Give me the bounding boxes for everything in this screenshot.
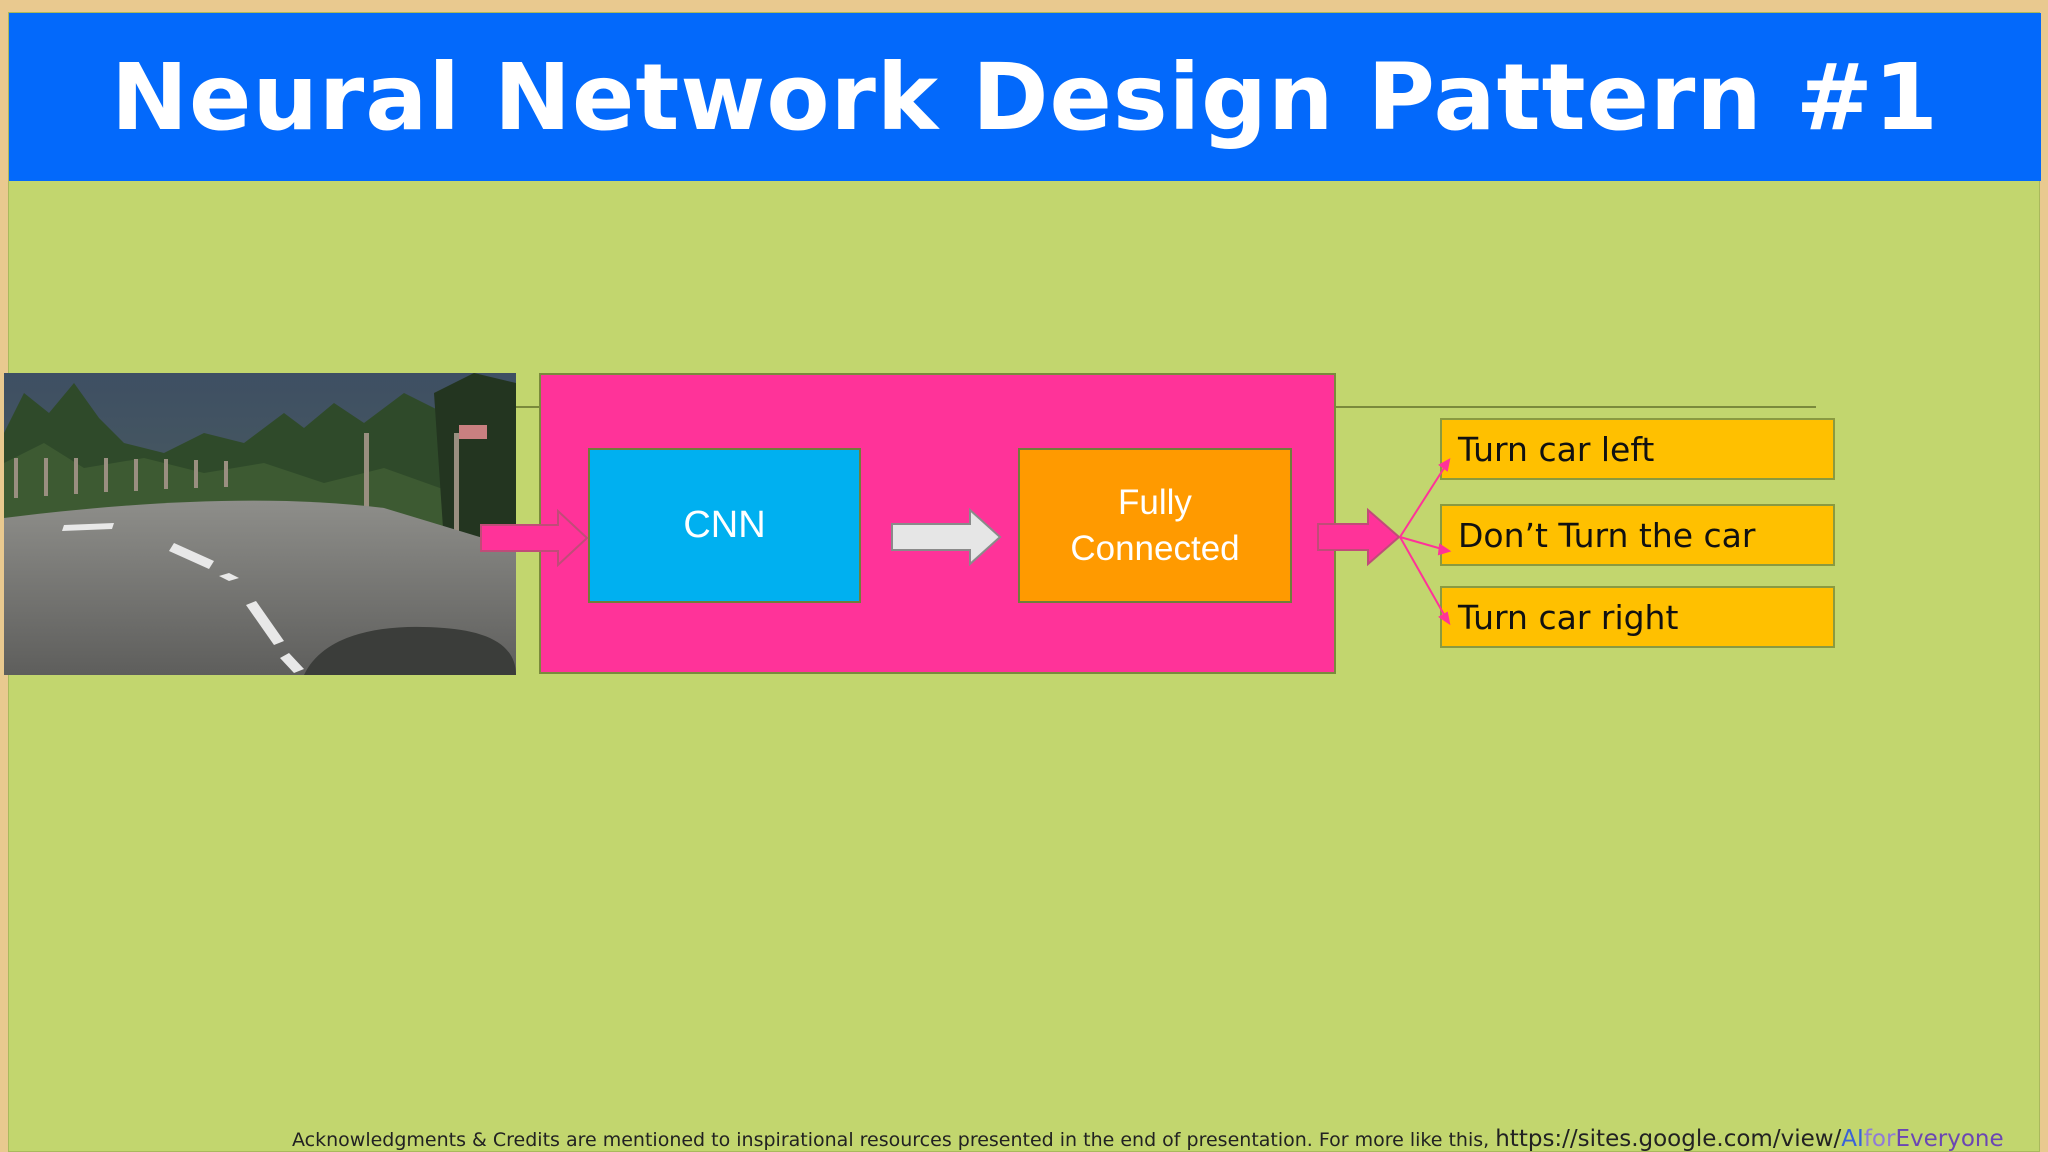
output-arrow-icon — [1317, 507, 1401, 567]
slide-title: Neural Network Design Pattern #1 — [111, 43, 1939, 151]
credits-footer: Acknowledgments & Credits are mentioned … — [292, 1126, 2004, 1152]
url-everyone: Everyone — [1895, 1126, 2004, 1152]
input-arrow-icon — [480, 508, 589, 568]
url-base: https://sites.google.com/view/ — [1495, 1126, 1842, 1152]
output-turn-right: Turn car right — [1440, 586, 1835, 648]
cnn-label: CNN — [683, 504, 766, 546]
branch-arrows — [1399, 458, 1452, 626]
cnn-to-fc-arrow-icon — [891, 507, 1002, 567]
cnn-block: CNN — [588, 448, 861, 603]
url-for: for — [1863, 1126, 1896, 1152]
branch-line-center — [1399, 536, 1443, 550]
output-label: Don’t Turn the car — [1458, 515, 1756, 555]
fully-connected-block: Fully Connected — [1018, 448, 1292, 603]
fc-label-line2: Connected — [1070, 528, 1240, 568]
output-label: Turn car left — [1458, 429, 1655, 469]
arrowhead-icon — [1437, 543, 1452, 556]
fc-label-line1: Fully — [1118, 482, 1192, 522]
branch-line-left — [1399, 464, 1447, 538]
url-ai: AI — [1841, 1126, 1864, 1152]
title-bar: Neural Network Design Pattern #1 — [9, 13, 2041, 181]
output-turn-left: Turn car left — [1440, 418, 1835, 480]
output-dont-turn: Don’t Turn the car — [1440, 504, 1835, 566]
credits-link[interactable]: https://sites.google.com/view/AIforEvery… — [1495, 1126, 2003, 1152]
arrowhead-icon — [1438, 458, 1451, 472]
credits-text: Acknowledgments & Credits are mentioned … — [292, 1129, 1490, 1151]
road-camera-image — [4, 373, 516, 675]
branch-line-right — [1399, 536, 1447, 619]
arrowhead-icon — [1438, 611, 1451, 626]
output-label: Turn car right — [1458, 597, 1679, 637]
